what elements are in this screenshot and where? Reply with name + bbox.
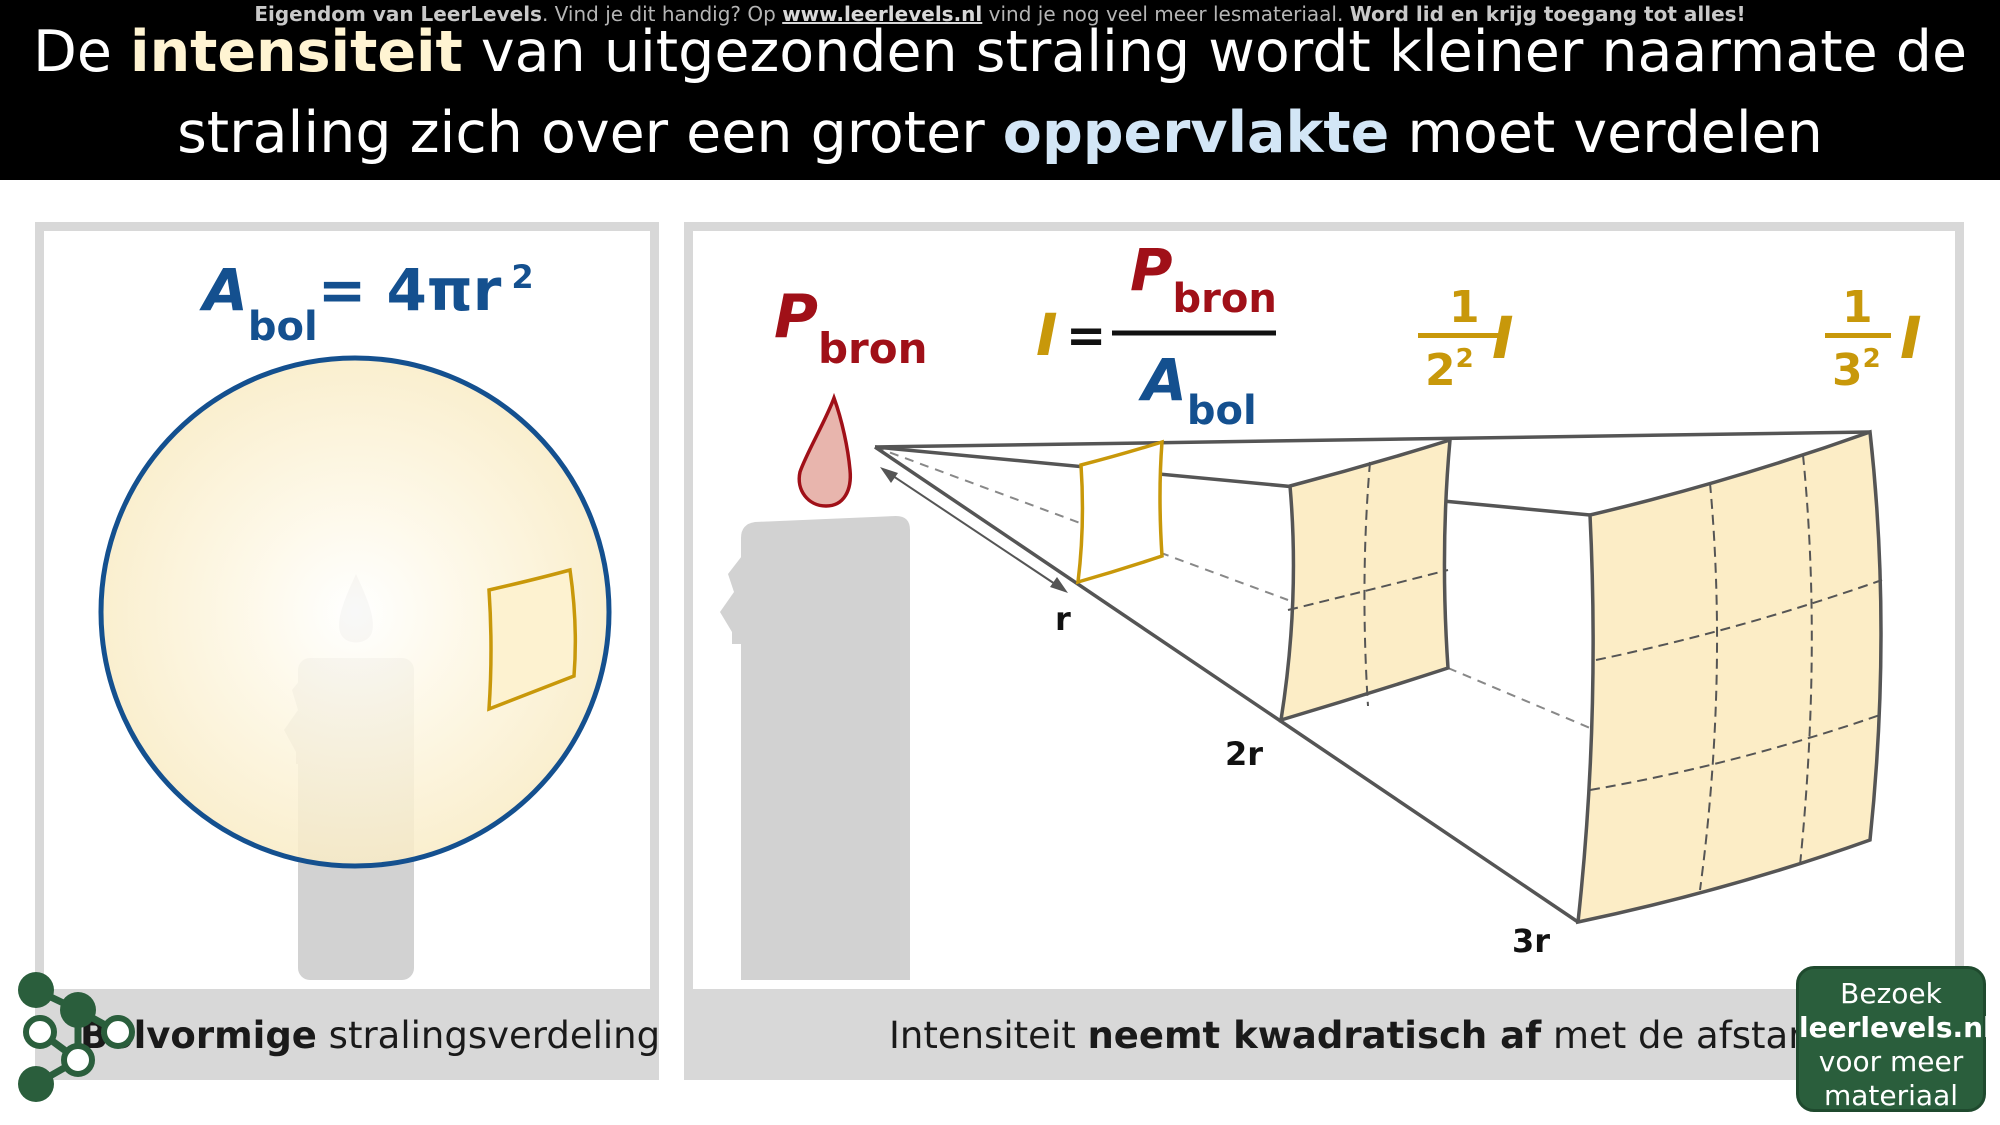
intensity-fraction-2r: 1 22 I	[1418, 282, 1514, 396]
formula-numerator: Pbron	[1130, 236, 1277, 322]
area-formula-rhs: = 4πr	[318, 256, 502, 324]
watermark-link[interactable]: www.leerlevels.nl	[782, 2, 983, 26]
surface-r	[1075, 439, 1164, 585]
page-title: De intensiteit van uitgezonden straling …	[0, 12, 2000, 174]
cta-line-4: materiaal	[1823, 1079, 1959, 1112]
header-bar: Eigendom van LeerLevels. Vind je dit han…	[0, 0, 2000, 180]
distance-label-2r: 2r	[1225, 735, 1263, 773]
fraction-3r-exponent: 2	[1863, 344, 1881, 374]
left-caption: Bolvormige stralingsverdeling	[80, 992, 660, 1080]
area-formula-symbol: A	[199, 256, 248, 324]
surface-3r	[1575, 429, 1883, 925]
fraction-3r-base: 3	[1832, 345, 1863, 396]
cta-line-2: leerlevels.nl	[1799, 1011, 1993, 1044]
watermark-text-2: vind je nog veel meer lesmateriaal.	[982, 2, 1350, 26]
fraction-3r-numerator: 1	[1842, 282, 1873, 333]
title-part-2: van uitgezonden straling wordt kleiner n…	[177, 19, 1968, 166]
sphere	[98, 355, 612, 869]
right-caption: Intensiteit neemt kwadratisch af met de …	[889, 992, 1835, 1080]
equals-sign: =	[1066, 308, 1106, 364]
flame-icon	[797, 392, 853, 508]
visit-leerlevels-button[interactable]: Bezoek leerlevels.nl voor meer materiaal	[1796, 966, 1993, 1112]
distance-label-3r: 3r	[1512, 922, 1550, 960]
numerator-symbol: P	[1130, 236, 1173, 304]
denominator-subscript: bol	[1187, 388, 1257, 434]
sphere-surface-patch	[487, 567, 578, 712]
fraction-2r-numerator: 1	[1449, 282, 1480, 333]
cta-line-3: voor meer	[1818, 1045, 1964, 1078]
source-power-label: Pbron	[774, 282, 928, 373]
source-power-subscript: bron	[818, 324, 928, 373]
area-formula-exponent: 2	[511, 258, 533, 296]
right-caption-bold: neemt kwadratisch af	[1087, 1014, 1542, 1057]
fraction-2r-denominator: 22	[1425, 344, 1474, 396]
fraction-2r-exponent: 2	[1456, 344, 1474, 374]
pyramid-edges	[874, 430, 1871, 924]
title-highlight-oppervlakte: oppervlakte	[1002, 100, 1390, 166]
watermark: Eigendom van LeerLevels. Vind je dit han…	[0, 2, 2000, 26]
fraction-3r-symbol: I	[1900, 304, 1922, 372]
cta-line-1: Bezoek	[1840, 977, 1942, 1010]
fraction-2r-symbol: I	[1492, 304, 1514, 372]
source-power-symbol: P	[774, 282, 818, 352]
surface-2r	[1278, 437, 1452, 723]
fraction-2r-bar	[1418, 333, 1500, 338]
title-part-1: De	[32, 19, 131, 85]
watermark-text-1: . Vind je dit handig? Op	[541, 2, 783, 26]
left-caption-rest: stralingsverdeling	[316, 1014, 661, 1057]
right-caption-post: met de afstand	[1541, 1014, 1836, 1057]
watermark-cta: Word lid en krijg toegang tot alles!	[1349, 2, 1746, 26]
distance-arrow-r	[880, 467, 1068, 593]
area-formula-subscript: bol	[248, 304, 318, 350]
fraction-2r-base: 2	[1425, 345, 1456, 396]
right-candle	[720, 516, 910, 980]
denominator-symbol: A	[1138, 346, 1187, 414]
numerator-subscript: bron	[1173, 276, 1277, 322]
formula-denominator: Abol	[1138, 346, 1257, 434]
fraction-3r-denominator: 32	[1832, 344, 1881, 396]
intensity-symbol: I	[1036, 301, 1058, 369]
intensity-fraction-3r: 1 32 I	[1825, 282, 1922, 396]
leerlevels-logo	[18, 972, 135, 1102]
title-part-3: moet verdelen	[1389, 100, 1823, 166]
ray-guides	[874, 446, 1591, 729]
distance-label-r: r	[1055, 600, 1071, 638]
fraction-3r-bar	[1825, 333, 1891, 338]
title-highlight-intensiteit: intensiteit	[130, 19, 463, 85]
watermark-owner: Eigendom van LeerLevels	[254, 2, 542, 26]
intensity-formula: I = Pbron Abol	[1036, 236, 1277, 434]
right-caption-pre: Intensiteit	[889, 1014, 1088, 1057]
